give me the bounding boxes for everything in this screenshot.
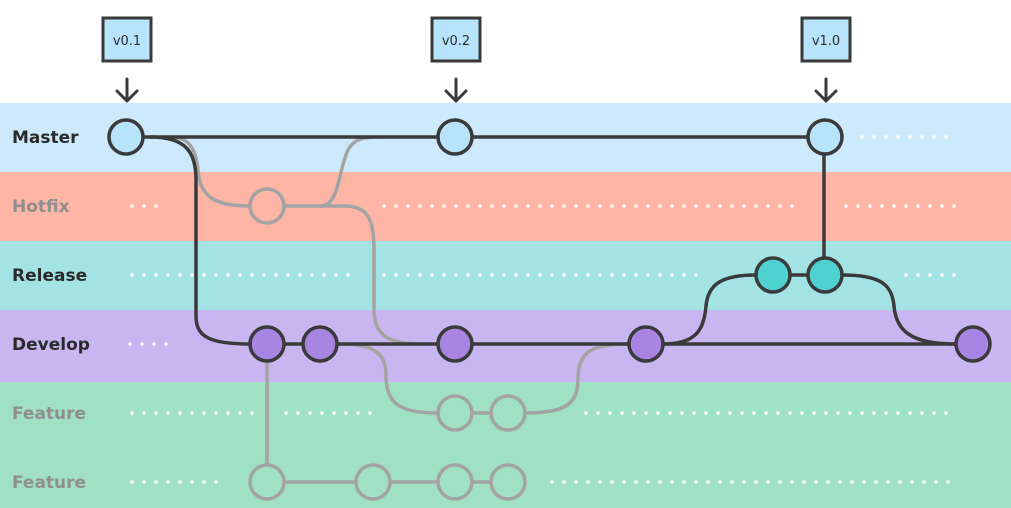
- commit-develop-d4: [627, 325, 665, 363]
- feature1-branch-out: [338, 342, 440, 415]
- down-arrow-icon: [115, 77, 139, 103]
- commit-develop-d3: [436, 325, 474, 363]
- release-merge-develop: [840, 273, 957, 346]
- down-arrow-icon: [814, 77, 838, 103]
- down-arrow-icon: [444, 77, 468, 103]
- commit-develop-d5: [954, 325, 992, 363]
- version-tag-0: v0.1: [101, 16, 153, 103]
- commit-master-m3: [806, 118, 844, 156]
- commit-feature1-f1: [436, 394, 474, 432]
- develop-branch-out: [148, 135, 252, 346]
- commit-release-r1: [754, 256, 792, 294]
- tag-box: [800, 16, 852, 63]
- branch-lines: [142, 135, 957, 484]
- lane-label-hotfix: Hotfix: [12, 197, 70, 217]
- tag-label: v1.0: [812, 34, 840, 49]
- lane-dots: [128, 135, 960, 484]
- lane-develop: [0, 310, 1011, 382]
- commit-feature2-g4: [489, 463, 527, 501]
- commit-feature2-g3: [436, 463, 474, 501]
- lane-label-feature1: Feature: [12, 404, 86, 424]
- commit-feature1-f2: [489, 394, 527, 432]
- lane-feature1: [0, 382, 1011, 445]
- tag-label: v0.2: [442, 34, 470, 49]
- lane-label-release: Release: [12, 266, 87, 286]
- version-tag-2: v1.0: [800, 16, 852, 103]
- commit-feature2-g2: [354, 463, 392, 501]
- hotfix-branch-out: [168, 135, 252, 208]
- commit-master-m2: [436, 118, 474, 156]
- tag-box: [430, 16, 482, 63]
- lane-label-develop: Develop: [12, 335, 90, 355]
- commit-develop-d1: [248, 325, 286, 363]
- version-tags: v0.1 v0.2 v1.0: [101, 16, 852, 103]
- commit-feature2-g1: [248, 463, 286, 501]
- hotfix-merge-develop: [318, 204, 422, 346]
- lane-label-master: Master: [12, 128, 79, 148]
- tag-box: [101, 16, 153, 63]
- feature1-merge-develop: [523, 342, 630, 415]
- commits: [107, 118, 992, 501]
- release-branch-out: [661, 273, 758, 346]
- tag-label: v0.1: [113, 34, 141, 49]
- commit-release-r2: [806, 256, 844, 294]
- commit-master-m1: [107, 118, 145, 156]
- commit-develop-d2: [301, 325, 339, 363]
- lane-label-feature2: Feature: [12, 473, 86, 493]
- version-tag-1: v0.2: [430, 16, 482, 103]
- commit-hotfix-h1: [248, 187, 286, 225]
